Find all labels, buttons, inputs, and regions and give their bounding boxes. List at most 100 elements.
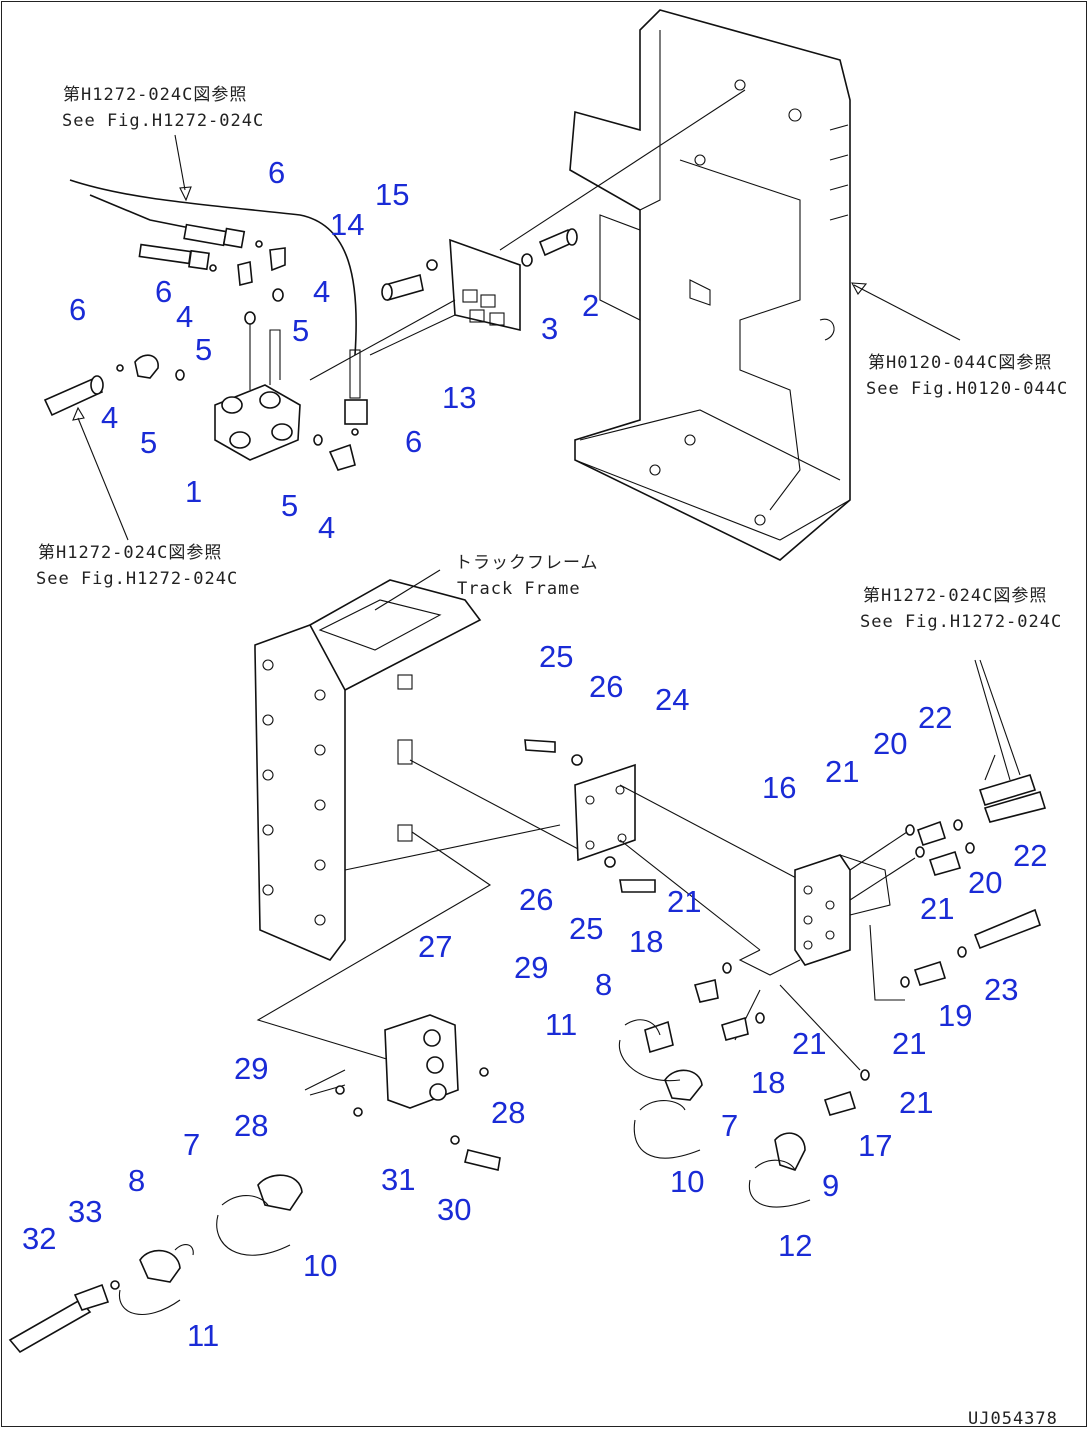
ref-right-mid-jp: 第H1272-024C図参照	[863, 586, 1047, 606]
oring-28a	[335, 1085, 345, 1095]
callout-21: 21	[825, 754, 859, 789]
callout-29: 29	[234, 1051, 268, 1086]
bolt-14	[381, 273, 424, 302]
ref-arrow-line	[174, 134, 186, 191]
callout-28: 28	[234, 1108, 268, 1143]
callout-13: 13	[442, 380, 476, 415]
oring-22b	[965, 842, 975, 854]
hose-end-right-1	[978, 774, 1037, 806]
washer-3	[521, 253, 533, 267]
callout-1: 1	[185, 474, 202, 509]
callout-8: 8	[128, 1163, 145, 1198]
cap-11a	[118, 1244, 194, 1315]
callout-15: 15	[375, 177, 409, 212]
axis-line	[369, 314, 456, 356]
callout-26: 26	[589, 669, 623, 704]
oring-6a	[255, 240, 263, 248]
callout-18: 18	[751, 1065, 785, 1100]
oring-6c	[116, 364, 124, 372]
callout-12: 12	[778, 1228, 812, 1263]
axis-line	[309, 299, 456, 381]
hose-end-left	[43, 376, 104, 417]
hose-end-left-nut	[90, 375, 104, 395]
callout-11: 11	[545, 1007, 577, 1042]
arrow-head	[179, 186, 192, 202]
callout-21: 21	[892, 1026, 926, 1061]
fitting-19	[913, 960, 947, 986]
callout-31: 31	[381, 1162, 415, 1197]
cap-11b	[618, 1019, 681, 1082]
bolt-25a	[524, 739, 556, 753]
ref-right-top-en: See Fig.H0120-044C	[866, 379, 1068, 399]
callout-20: 20	[873, 726, 907, 761]
oring-21e	[900, 976, 910, 988]
track-frame-label-jp: トラックフレーム	[455, 553, 599, 573]
hose-end-right-3	[973, 908, 1042, 950]
callout-27: 27	[418, 929, 452, 964]
callout-5: 5	[281, 488, 298, 523]
cap-12	[748, 1159, 811, 1208]
arrow-head	[851, 282, 868, 295]
bolt-30	[464, 1149, 501, 1171]
callout-24: 24	[655, 682, 689, 717]
callout-6: 6	[69, 292, 86, 327]
callout-10: 10	[303, 1248, 337, 1283]
callout-23: 23	[984, 972, 1018, 1007]
oring-28c	[479, 1067, 489, 1077]
callout-25: 25	[539, 639, 573, 674]
ref-left-mid-jp: 第H1272-024C図参照	[38, 543, 222, 563]
elbow-4b	[269, 247, 286, 272]
oring-5a	[244, 311, 256, 325]
callout-4: 4	[176, 299, 193, 334]
ref-right-top-jp: 第H0120-044C図参照	[868, 353, 1052, 373]
callout-21: 21	[792, 1026, 826, 1061]
callout-5: 5	[292, 313, 309, 348]
coupler-8a	[139, 1249, 181, 1283]
callout-6: 6	[268, 155, 285, 190]
elbow-4c	[134, 354, 159, 379]
oring-21c	[722, 962, 732, 974]
upper-frame-bracket	[569, 9, 851, 561]
callout-8: 8	[595, 967, 612, 1002]
callout-21: 21	[899, 1085, 933, 1120]
leader	[249, 320, 281, 390]
ref-left-mid-en: See Fig.H1272-024C	[36, 569, 238, 589]
callout-6: 6	[405, 424, 422, 459]
hose-end-lower-left	[8, 1298, 92, 1354]
axis-line	[409, 759, 581, 851]
arrow-head	[72, 406, 85, 421]
ref-right-mid-en: See Fig.H1272-024C	[860, 612, 1062, 632]
ref-top-left-en: See Fig.H1272-024C	[62, 111, 264, 131]
hose-end-right-2	[983, 791, 1047, 823]
track-frame-label-en: Track Frame	[457, 579, 581, 599]
oring-33	[110, 1280, 120, 1290]
coupler-7b	[664, 1069, 703, 1101]
callout-11: 11	[187, 1318, 219, 1353]
callout-4: 4	[318, 510, 335, 545]
bolt-2	[538, 228, 578, 257]
callout-21: 21	[920, 891, 954, 926]
callout-22: 22	[1013, 838, 1047, 873]
manifold-27	[384, 1014, 459, 1109]
washer-26b	[604, 856, 616, 868]
hose-upper-2	[89, 194, 201, 231]
oring-21d	[755, 1012, 765, 1024]
ref-arrow-line	[853, 284, 961, 341]
callout-20: 20	[968, 865, 1002, 900]
washer-26a	[571, 754, 583, 766]
fitting-20a	[916, 820, 947, 847]
hose-upper	[69, 179, 357, 356]
oring-6d	[351, 428, 359, 436]
plate-13	[449, 238, 521, 332]
axis-line	[344, 824, 561, 871]
callout-30: 30	[437, 1192, 471, 1227]
oring-22a	[953, 819, 963, 831]
cap-10b	[633, 1100, 701, 1159]
oring-6b	[209, 264, 217, 272]
ref-top-left-jp: 第H1272-024C図参照	[63, 85, 247, 105]
axis-line	[738, 949, 801, 976]
washer-31	[450, 1135, 460, 1145]
